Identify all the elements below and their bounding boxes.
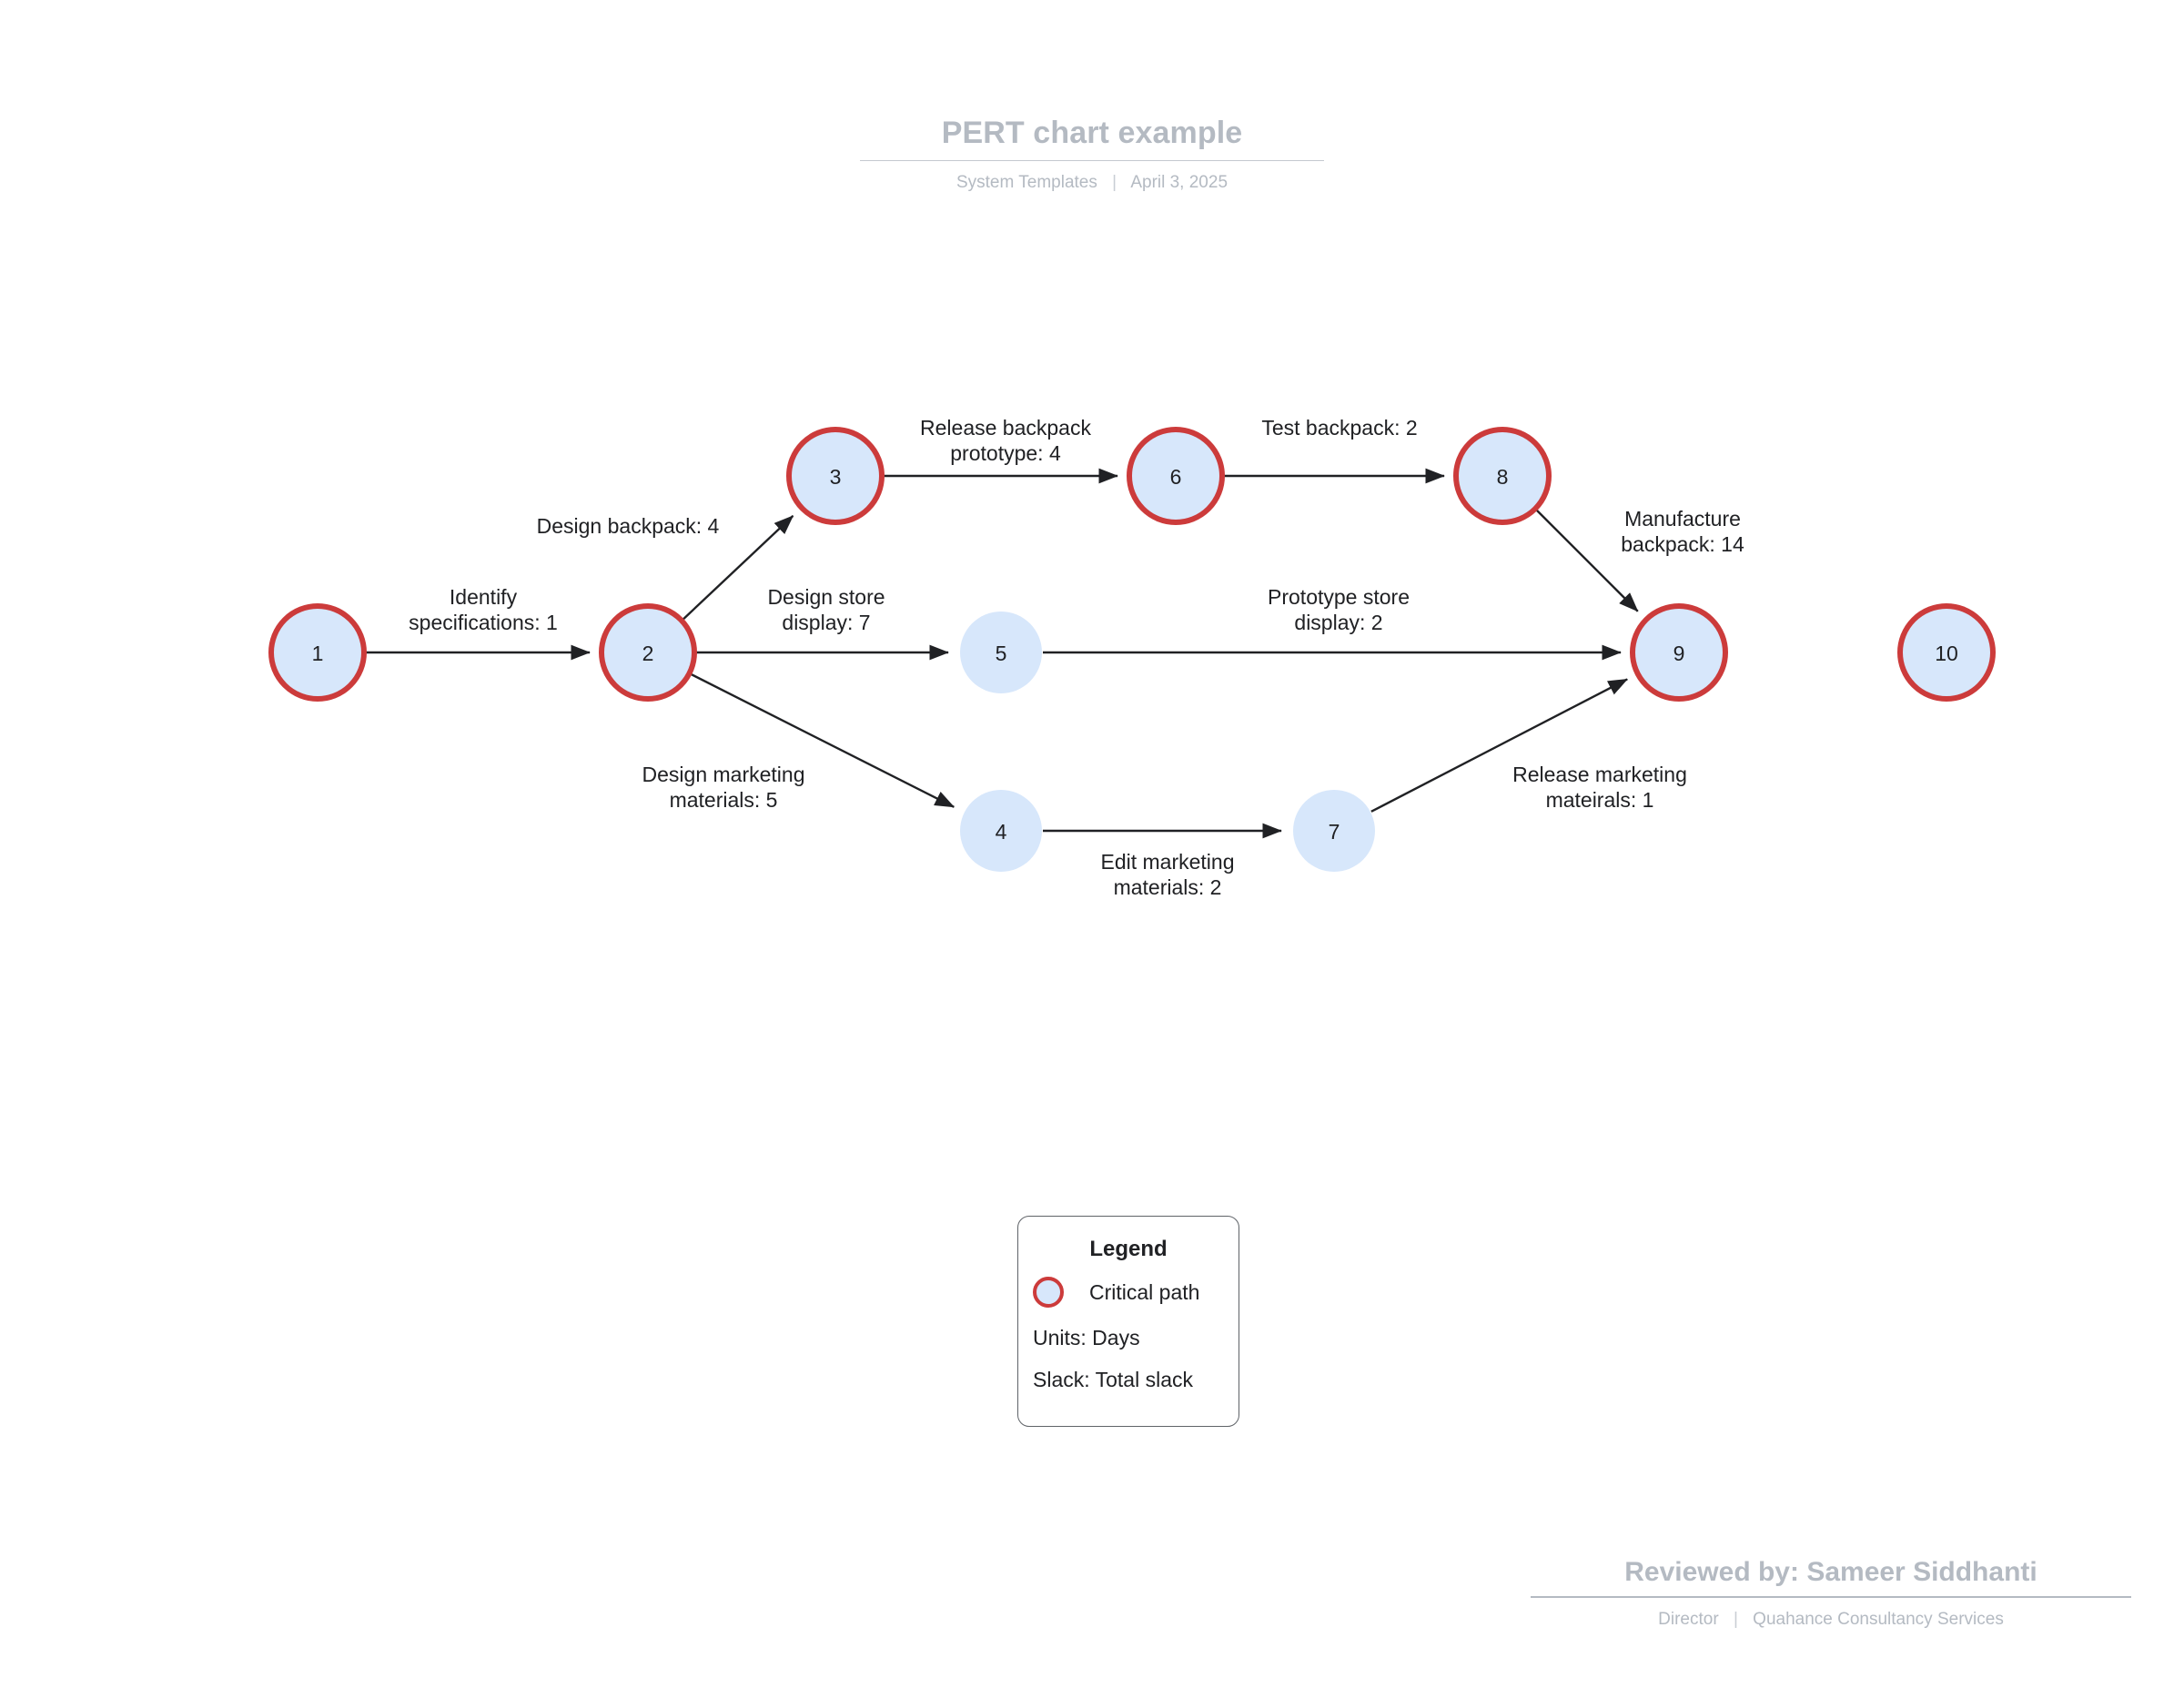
footer-divider [1531,1596,2131,1598]
pert-node-9[interactable]: 9 [1630,603,1728,702]
edges-group [365,468,1639,839]
pert-node-2[interactable]: 2 [599,603,697,702]
node-circle-8[interactable] [1453,427,1552,525]
node-circle-2[interactable] [599,603,697,702]
pert-node-7[interactable]: 7 [1293,790,1375,872]
edge-2-to-4 [689,672,956,808]
node-circle-5[interactable] [960,612,1042,693]
node-label-4: 4 [996,820,1007,844]
node-label-10: 10 [1935,642,1958,665]
footer-company: Quahance Consultancy Services [1753,1609,2004,1629]
pert-node-6[interactable]: 6 [1127,427,1225,525]
pert-node-3[interactable]: 3 [786,427,885,525]
page-title: PERT chart example [941,116,1243,150]
node-circle-6[interactable] [1127,427,1225,525]
pert-node-4[interactable]: 4 [960,790,1042,872]
edge-2-to-3 [682,515,794,622]
node-circle-7[interactable] [1293,790,1375,872]
pert-node-8[interactable]: 8 [1453,427,1552,525]
document-footer: Reviewed by: Sameer Siddhanti Director |… [1522,1556,2140,1631]
header-date: April 3, 2025 [1130,173,1228,192]
header-separator: | [1112,173,1117,192]
node-label-9: 9 [1673,642,1685,665]
node-label-8: 8 [1497,465,1509,489]
node-circle-10[interactable] [1897,603,1996,702]
edge-8-to-9 [1534,508,1639,612]
pert-node-10[interactable]: 10 [1897,603,1996,702]
legend-units-note: Units: Days [1033,1326,1140,1349]
edge-label-6-to-8: Test backpack: 2 [1261,416,1417,440]
footer-reviewer: Reviewed by: Sameer Siddhanti [1624,1557,2037,1587]
node-circle-3[interactable] [786,427,885,525]
legend-slack-note: Slack: Total slack [1033,1368,1193,1391]
legend-title: Legend [1089,1237,1168,1261]
node-label-7: 7 [1329,820,1340,844]
node-label-1: 1 [312,642,324,665]
header-divider [860,160,1324,161]
node-label-3: 3 [830,465,842,489]
node-circle-1[interactable] [268,603,367,702]
edge-label-2-to-3: Design backpack: 4 [537,514,720,538]
legend-panel: Legend Critical path Units: Days Slack: … [1017,1216,1239,1427]
node-label-5: 5 [996,642,1007,665]
header-subline: System Templates | April 3, 2025 [0,172,2184,194]
header-source: System Templates [956,173,1097,192]
legend-critical-path-row: Critical path [1018,1277,1239,1308]
pert-node-1[interactable]: 1 [268,603,367,702]
nodes-group: 1 2 3 4 5 6 7 8 9 10 [268,427,1996,872]
node-label-6: 6 [1170,465,1182,489]
node-circle-4[interactable] [960,790,1042,872]
pert-node-5[interactable]: 5 [960,612,1042,693]
legend-critical-path-label: Critical path [1089,1279,1200,1304]
footer-role: Director [1658,1609,1719,1629]
edge-7-to-9 [1370,678,1629,813]
footer-separator: | [1733,1609,1738,1629]
node-label-2: 2 [642,642,654,665]
critical-path-circle-icon [1033,1277,1064,1308]
node-circle-9[interactable] [1630,603,1728,702]
document-header: PERT chart example System Templates | Ap… [0,115,2184,194]
footer-subline: Director | Quahance Consultancy Services [1522,1609,2140,1631]
